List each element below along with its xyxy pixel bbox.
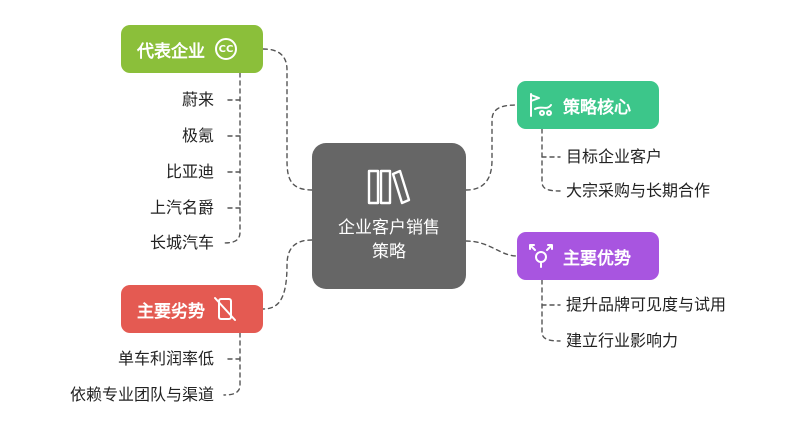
connector-adv-trunk [541,279,561,342]
leaf-strategy-2: 大宗采购与长期合作 [566,181,711,200]
connector-weak-trunk [223,332,241,396]
connector-strat-trunk [541,128,561,192]
weakness-label: 主要劣势 [137,301,205,322]
connector-rep-trunk [223,72,241,244]
leaf-strategy-1: 目标企业客户 [566,147,663,166]
node-advantage[interactable]: 主要优势 [517,232,659,280]
book-stack-icon [366,168,412,210]
leaf-weakness-1: 单车利润率低 [117,349,214,368]
connector-center-advantage [465,240,518,257]
representative-label: 代表企业 [137,41,205,62]
cc-icon: CC [215,38,237,60]
center-node[interactable]: 企业客户销售策略 [312,143,466,289]
center-label: 企业客户销售策略 [338,218,440,262]
leaf-representative-4: 上汽名爵 [149,198,214,217]
leaf-representative-5: 长城汽车 [149,233,214,252]
phone-off-icon [213,296,237,322]
node-weakness[interactable]: 主要劣势 [121,285,263,333]
leaf-advantage-2: 建立行业影响力 [566,331,679,350]
leaf-representative-2: 极氪 [181,126,214,145]
leaf-weakness-2: 依赖专业团队与渠道 [69,385,214,404]
advantage-label: 主要优势 [563,248,631,269]
leaf-representative-3: 比亚迪 [165,162,214,181]
target-arrows-icon [527,242,555,270]
node-representative[interactable]: 代表企业 CC [121,25,263,73]
leaf-representative-1: 蔚来 [181,90,214,109]
connector-center-representative [262,48,313,191]
connector-center-weakness [262,239,313,310]
route-icon [527,91,555,119]
strategy-label: 策略核心 [563,97,631,118]
leaf-advantage-1: 提升品牌可见度与试用 [566,295,727,314]
node-strategy[interactable]: 策略核心 [517,81,659,129]
connector-center-strategy [465,104,518,191]
